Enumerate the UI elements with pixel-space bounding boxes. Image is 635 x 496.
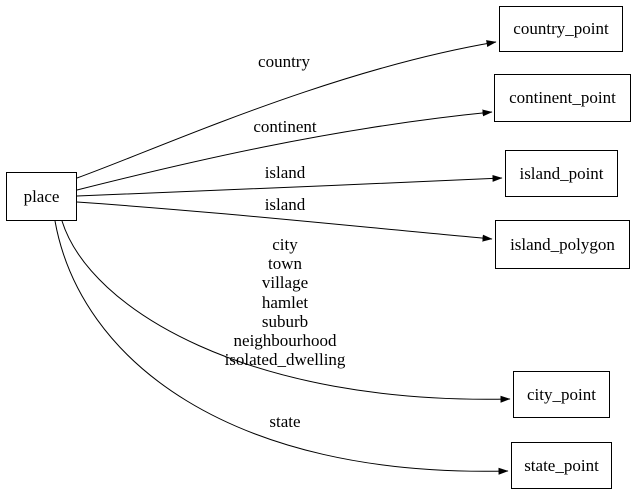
- edge-label-hamlet: hamlet: [261, 292, 309, 312]
- node-continent-point: continent_point: [494, 74, 631, 122]
- edge-label-city-group: city town village hamlet suburb neighbou…: [225, 235, 346, 369]
- edge-label-island-point: island: [264, 163, 306, 182]
- edge-label-country: country: [258, 52, 310, 71]
- edge-label-continent: continent: [253, 117, 317, 136]
- node-place-label: place: [23, 186, 60, 206]
- edge-label-village: village: [261, 273, 309, 293]
- node-state-point: state_point: [511, 442, 612, 489]
- node-country-point: country_point: [499, 6, 623, 52]
- edge-label-island-polygon: island: [264, 195, 306, 214]
- node-city-point-label: city_point: [527, 384, 596, 404]
- edge-label-city: city: [272, 235, 298, 254]
- edge-place-country-point: [76, 40, 497, 179]
- node-city-point: city_point: [513, 371, 610, 418]
- node-island-point-label: island_point: [519, 163, 604, 183]
- node-place: place: [6, 172, 77, 221]
- node-country-point-label: country_point: [513, 19, 609, 38]
- edge-place-island-point: [76, 174, 503, 197]
- edge-label-town: town: [268, 254, 302, 274]
- node-island-point: island_point: [505, 150, 618, 197]
- edge-place-island-polygon: [76, 201, 493, 242]
- node-island-polygon-label: island_polygon: [510, 234, 615, 254]
- edge-label-isolated-dwelling: isolated_dwelling: [224, 350, 346, 370]
- edge-label-neighbourhood: neighbourhood: [233, 331, 337, 351]
- node-state-point-label: state_point: [524, 455, 599, 475]
- edge-label-suburb: suburb: [261, 311, 309, 331]
- edge-place-city-point: [61, 220, 511, 403]
- edge-label-state: state: [269, 412, 301, 431]
- edge-place-state-point: [54, 220, 509, 475]
- node-continent-point-label: continent_point: [509, 88, 616, 107]
- edge-place-continent-point: [76, 109, 493, 191]
- node-island-polygon: island_polygon: [495, 220, 630, 269]
